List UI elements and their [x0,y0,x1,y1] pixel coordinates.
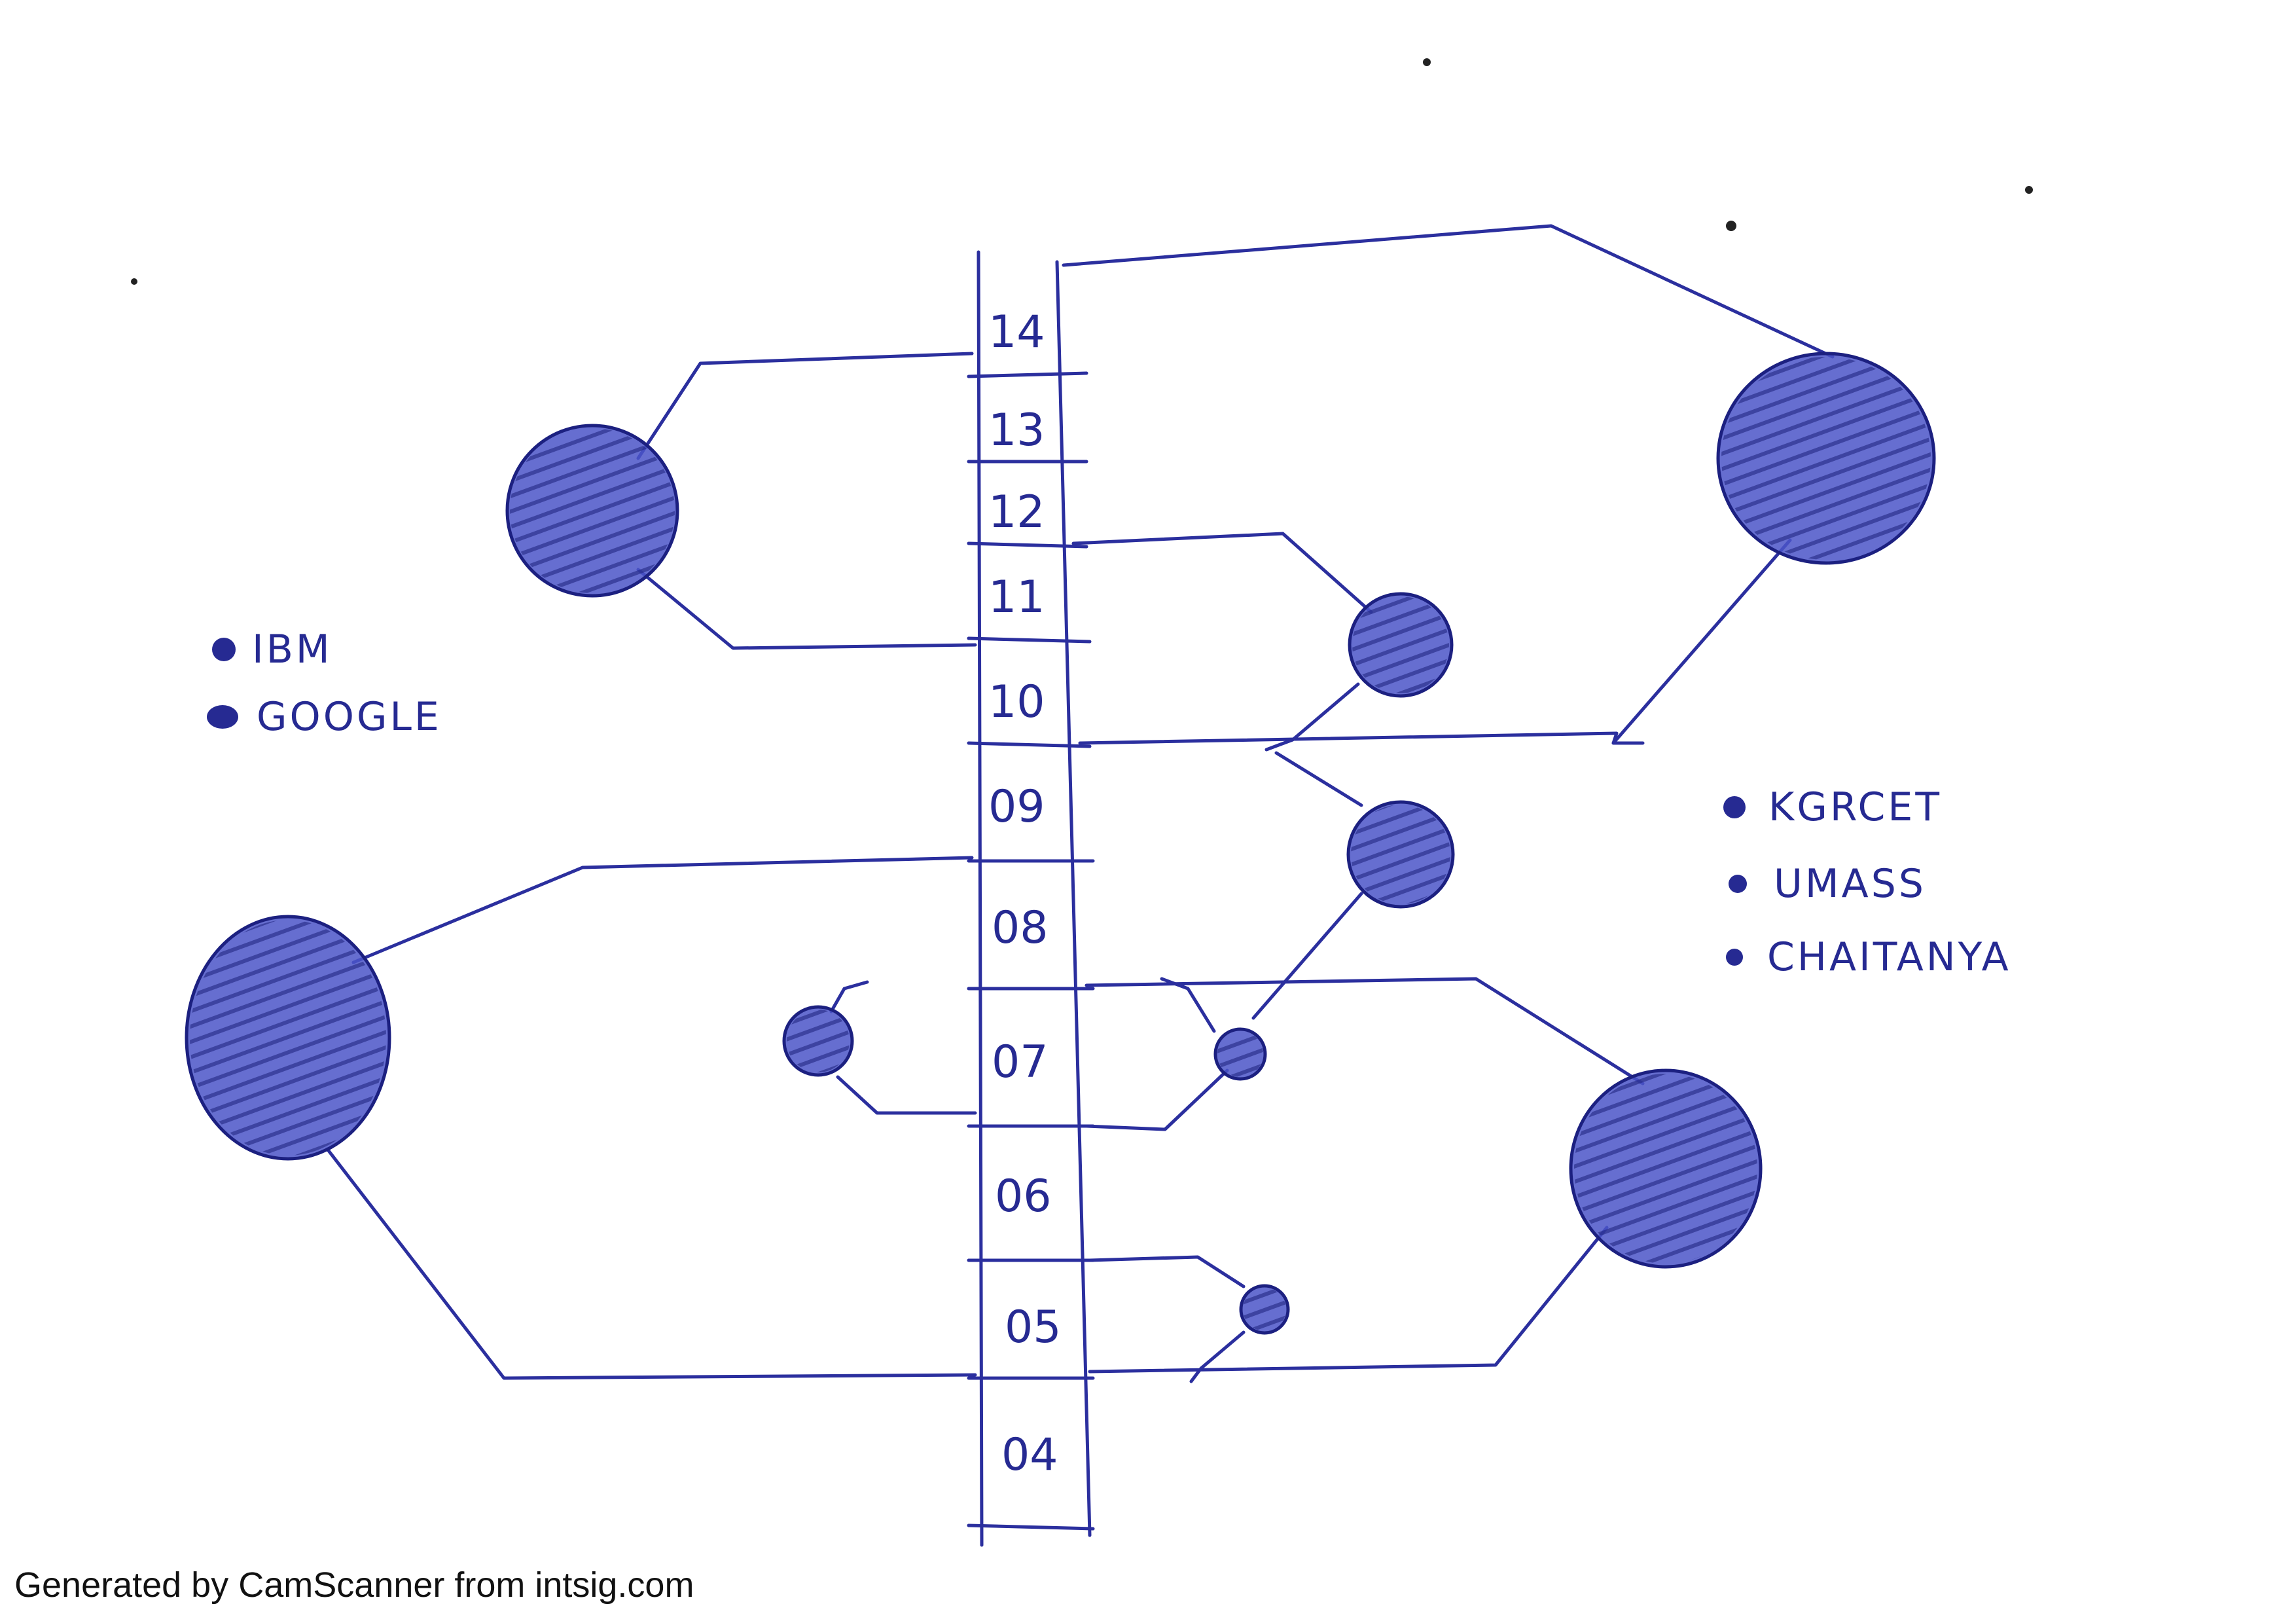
connector-line [1071,532,1373,614]
legend-dot-ibm [212,638,236,661]
connector-line [325,1147,977,1380]
legend-label-google: GOOGLE [257,694,442,740]
connector-line [1160,977,1216,1033]
timeline-left-edge [977,250,984,1547]
legend-dot-kgrcet [1723,796,1746,818]
right-span-07 [1085,977,1267,1131]
legend-dot-google [207,705,238,729]
legend-dot-chaitanya [1726,949,1743,966]
year-label: 09 [988,781,1045,833]
year-label: 07 [992,1036,1049,1088]
bubble-hatching [1243,1288,1286,1331]
legend-right: KGRCET UMASS CHAITANYA [1723,784,2011,980]
stray-mark [2025,186,2033,194]
connector-line [836,1075,977,1115]
divider-line [967,636,1092,644]
divider-line [967,741,1092,748]
bubble-hatching [1351,805,1450,904]
left-span-14-11 [505,352,977,650]
divider-line [967,1523,1095,1531]
left-span-08-04 [185,856,977,1380]
bubble-hatching [1352,596,1449,693]
connector-line [1062,224,1835,359]
connector-line [1251,892,1363,1020]
divider-line [967,541,1088,549]
connector-line [636,568,977,650]
year-label: 14 [988,306,1045,358]
timeline-dividers [967,371,1095,1531]
connector-line [1088,1226,1609,1374]
year-label: 06 [995,1171,1052,1222]
timeline-right-edge [1055,260,1092,1537]
legend-label-ibm: IBM [252,627,332,672]
bubble-hatching [787,1010,850,1072]
connector-line [829,980,869,1013]
legend-label-chaitanya: CHAITANYA [1767,934,2011,980]
bubble-hatching [1574,1074,1757,1264]
connector-line [1078,538,1792,745]
footer-watermark: Generated by CamScanner from intsig.com [14,1565,694,1605]
right-span-12-10 [1071,532,1454,752]
legend-dot-umass [1729,875,1747,893]
stray-mark [131,278,137,285]
connector-line [1265,682,1360,752]
left-span-07 [782,980,977,1115]
right-span-07-04 [1085,977,1763,1374]
stray-mark [1423,58,1431,66]
timeline-column [977,250,1092,1547]
right-span-10-07 [1251,751,1455,1020]
divider-line [967,371,1088,378]
legend-label-kgrcet: KGRCET [1768,784,1942,830]
connector-line [636,352,974,460]
year-label: 10 [988,676,1045,728]
connector-line [1189,1330,1246,1383]
connector-line [1085,977,1645,1085]
year-label: 13 [988,405,1045,456]
year-label: 08 [992,902,1049,954]
bubble-hatching [510,428,675,593]
year-labels: 14 13 12 11 10 09 08 07 06 05 04 [988,306,1062,1481]
bubble-hatching [1721,357,1931,560]
connector-line [1088,1255,1246,1288]
right-span-05-04 [1088,1255,1290,1383]
stray-mark [1726,221,1736,231]
legend-label-umass: UMASS [1774,861,1926,907]
bubble-hatching [1217,1031,1263,1077]
year-label: 04 [1001,1429,1058,1481]
connector-line [351,856,974,964]
bubble-hatching [190,920,386,1156]
year-label: 12 [988,486,1045,538]
legend-left: IBM GOOGLE [207,627,442,740]
year-label: 05 [1005,1302,1062,1353]
connector-line [1085,1068,1229,1131]
year-label: 11 [988,572,1045,623]
connector-line [1274,751,1363,807]
right-span-14-10 [1062,224,1936,745]
